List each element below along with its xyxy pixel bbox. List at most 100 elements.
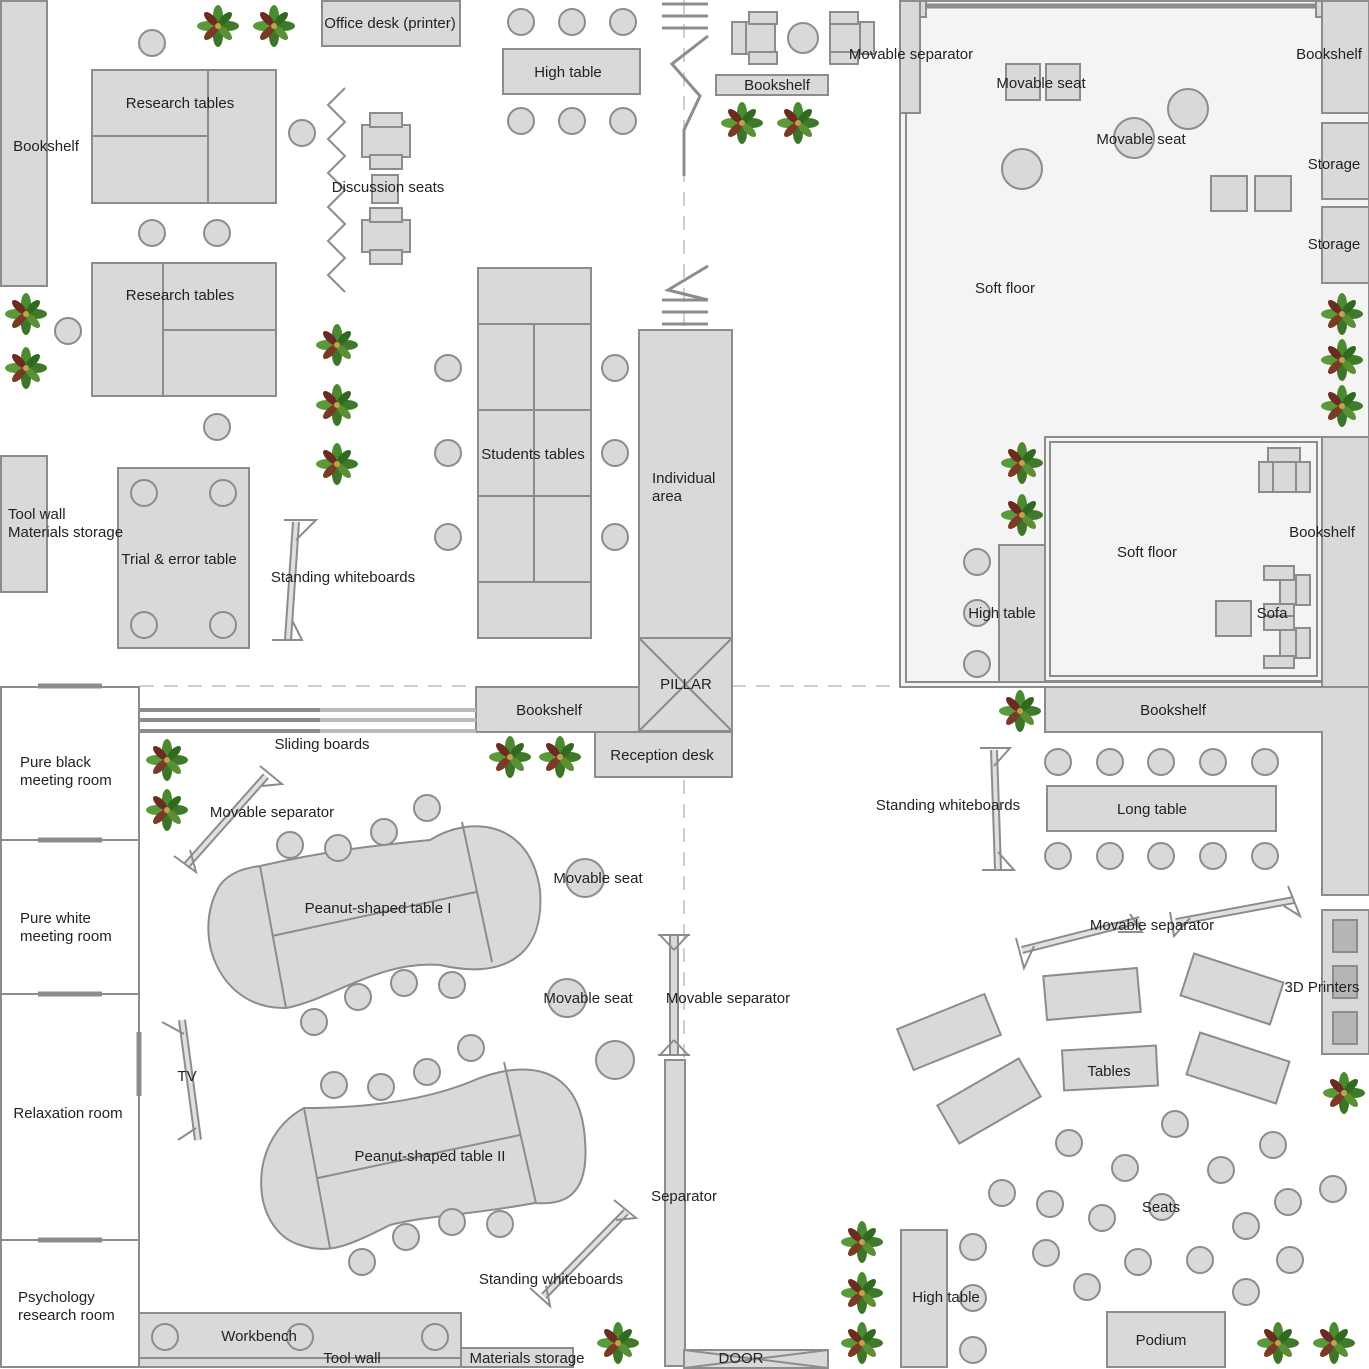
plant-icon bbox=[841, 1221, 883, 1263]
plant-icon bbox=[146, 739, 188, 781]
label-materials-storage: Materials storage bbox=[469, 1350, 584, 1367]
label-peanut-2: Peanut-shaped table II bbox=[355, 1148, 506, 1165]
labels: Office desk (printer) High table Bookshe… bbox=[8, 15, 1363, 1367]
storage-1 bbox=[1321, 122, 1369, 200]
zigzag-partition bbox=[326, 87, 347, 293]
label-movable-seat-b: Movable seat bbox=[1096, 131, 1186, 148]
label-individual-area-2: area bbox=[652, 488, 683, 505]
movable-seat-box-3 bbox=[1210, 175, 1248, 212]
high-table-bottom bbox=[900, 1229, 948, 1368]
label-pure-white-2: meeting room bbox=[20, 928, 112, 945]
label-door: DOOR bbox=[719, 1350, 764, 1367]
label-sliding-boards: Sliding boards bbox=[274, 736, 369, 753]
label-high-table-bottom: High table bbox=[912, 1289, 980, 1306]
label-movable-seat-c: Movable seat bbox=[553, 870, 643, 887]
movable-seat-box-2 bbox=[1045, 63, 1081, 101]
bookshelf-mid-right bbox=[1044, 686, 1369, 896]
long-table bbox=[1046, 785, 1277, 832]
standing-whiteboards-bottom bbox=[529, 1199, 639, 1309]
folding-door-top bbox=[669, 34, 709, 176]
label-bookshelf-top-right: Bookshelf bbox=[1296, 46, 1363, 63]
label-workbench: Workbench bbox=[221, 1328, 297, 1345]
plant-icon bbox=[597, 1322, 639, 1364]
label-storage-1: Storage bbox=[1308, 156, 1361, 173]
label-psychology: Psychology bbox=[18, 1289, 95, 1306]
label-movable-seat-d: Movable seat bbox=[543, 990, 633, 1007]
label-tool-wall-left: Tool wall bbox=[8, 506, 66, 523]
label-pure-white: Pure white bbox=[20, 910, 91, 927]
plant-icon bbox=[316, 324, 358, 366]
label-high-table-top: High table bbox=[534, 64, 602, 81]
reception-desk bbox=[594, 731, 733, 778]
peanut-table-2 bbox=[260, 1061, 587, 1250]
separator-bottom bbox=[664, 1059, 686, 1367]
bookshelf-top-right bbox=[1321, 0, 1369, 114]
movable-separator-post bbox=[899, 0, 921, 114]
label-seats: Seats bbox=[1142, 1199, 1180, 1216]
label-podium: Podium bbox=[1136, 1332, 1187, 1349]
tables-group bbox=[895, 952, 1291, 1145]
bookshelf-top-center bbox=[715, 74, 829, 96]
label-discussion-seats: Discussion seats bbox=[332, 179, 445, 196]
office-desk bbox=[321, 0, 461, 47]
label-reception-desk: Reception desk bbox=[610, 747, 714, 764]
movable-separator-mid bbox=[658, 934, 690, 1056]
plant-icon bbox=[539, 736, 581, 778]
label-trial-error-table: Trial & error table bbox=[121, 551, 236, 568]
plant-icon bbox=[197, 5, 239, 47]
sofa-table bbox=[1215, 600, 1252, 637]
sliding-rails-top bbox=[662, 2, 708, 326]
plant-icon bbox=[146, 789, 188, 831]
standing-whiteboards-right bbox=[980, 747, 1017, 871]
plant-icon bbox=[1323, 1072, 1365, 1114]
materials-storage bbox=[460, 1347, 574, 1368]
label-movable-separator-mid: Movable separator bbox=[666, 990, 790, 1007]
plant-icon bbox=[1313, 1322, 1355, 1364]
label-bookshelf-left: Bookshelf bbox=[13, 138, 80, 155]
label-pure-black: Pure black bbox=[20, 754, 91, 771]
movable-seats-top bbox=[731, 11, 875, 65]
plant-icon bbox=[999, 690, 1041, 732]
label-soft-floor-2: Soft floor bbox=[1117, 544, 1177, 561]
research-tables-1 bbox=[91, 69, 277, 204]
label-research-tables-1: Research tables bbox=[126, 95, 234, 112]
tool-wall-bottom bbox=[138, 1357, 462, 1368]
label-movable-separator-left: Movable separator bbox=[210, 804, 334, 821]
door bbox=[683, 1349, 829, 1369]
research-tables-2 bbox=[91, 262, 277, 397]
discussion-seats bbox=[361, 112, 411, 265]
label-tool-wall-bottom: Tool wall bbox=[323, 1350, 381, 1367]
movable-separator-left bbox=[173, 765, 285, 875]
sofa-chairs bbox=[1258, 447, 1311, 669]
plant-icon bbox=[841, 1272, 883, 1314]
plant-icon bbox=[316, 384, 358, 426]
plant-icon bbox=[5, 293, 47, 335]
label-movable-separator-top: Movable separator bbox=[849, 46, 973, 63]
label-pillar: PILLAR bbox=[660, 676, 712, 693]
label-materials-storage-left: Materials storage bbox=[8, 524, 123, 541]
label-peanut-1: Peanut-shaped table I bbox=[305, 900, 452, 917]
label-office-desk: Office desk (printer) bbox=[324, 15, 455, 32]
storage-2 bbox=[1321, 206, 1369, 284]
tv bbox=[161, 1019, 202, 1141]
bookshelf-left bbox=[0, 0, 48, 287]
plant-icon bbox=[777, 102, 819, 144]
movable-seat-box-4 bbox=[1254, 175, 1292, 212]
pillar bbox=[638, 637, 733, 732]
peanut-table-1 bbox=[207, 821, 542, 1010]
students-tables bbox=[477, 267, 592, 639]
printers bbox=[1321, 909, 1369, 1055]
label-standing-whiteboards-bottom: Standing whiteboards bbox=[479, 1271, 623, 1288]
high-table-top bbox=[502, 48, 641, 95]
plant-icon bbox=[489, 736, 531, 778]
podium bbox=[1106, 1311, 1226, 1368]
plant-icon bbox=[253, 5, 295, 47]
label-research-tables-2: Research tables bbox=[126, 287, 234, 304]
plant-icon bbox=[5, 347, 47, 389]
bookshelf-mid bbox=[475, 686, 640, 733]
plant-icon bbox=[1257, 1322, 1299, 1364]
movable-seat-box-1 bbox=[1005, 63, 1041, 101]
label-students-tables: Students tables bbox=[481, 446, 584, 463]
label-bookshelf-mid-right: Bookshelf bbox=[1140, 702, 1207, 719]
